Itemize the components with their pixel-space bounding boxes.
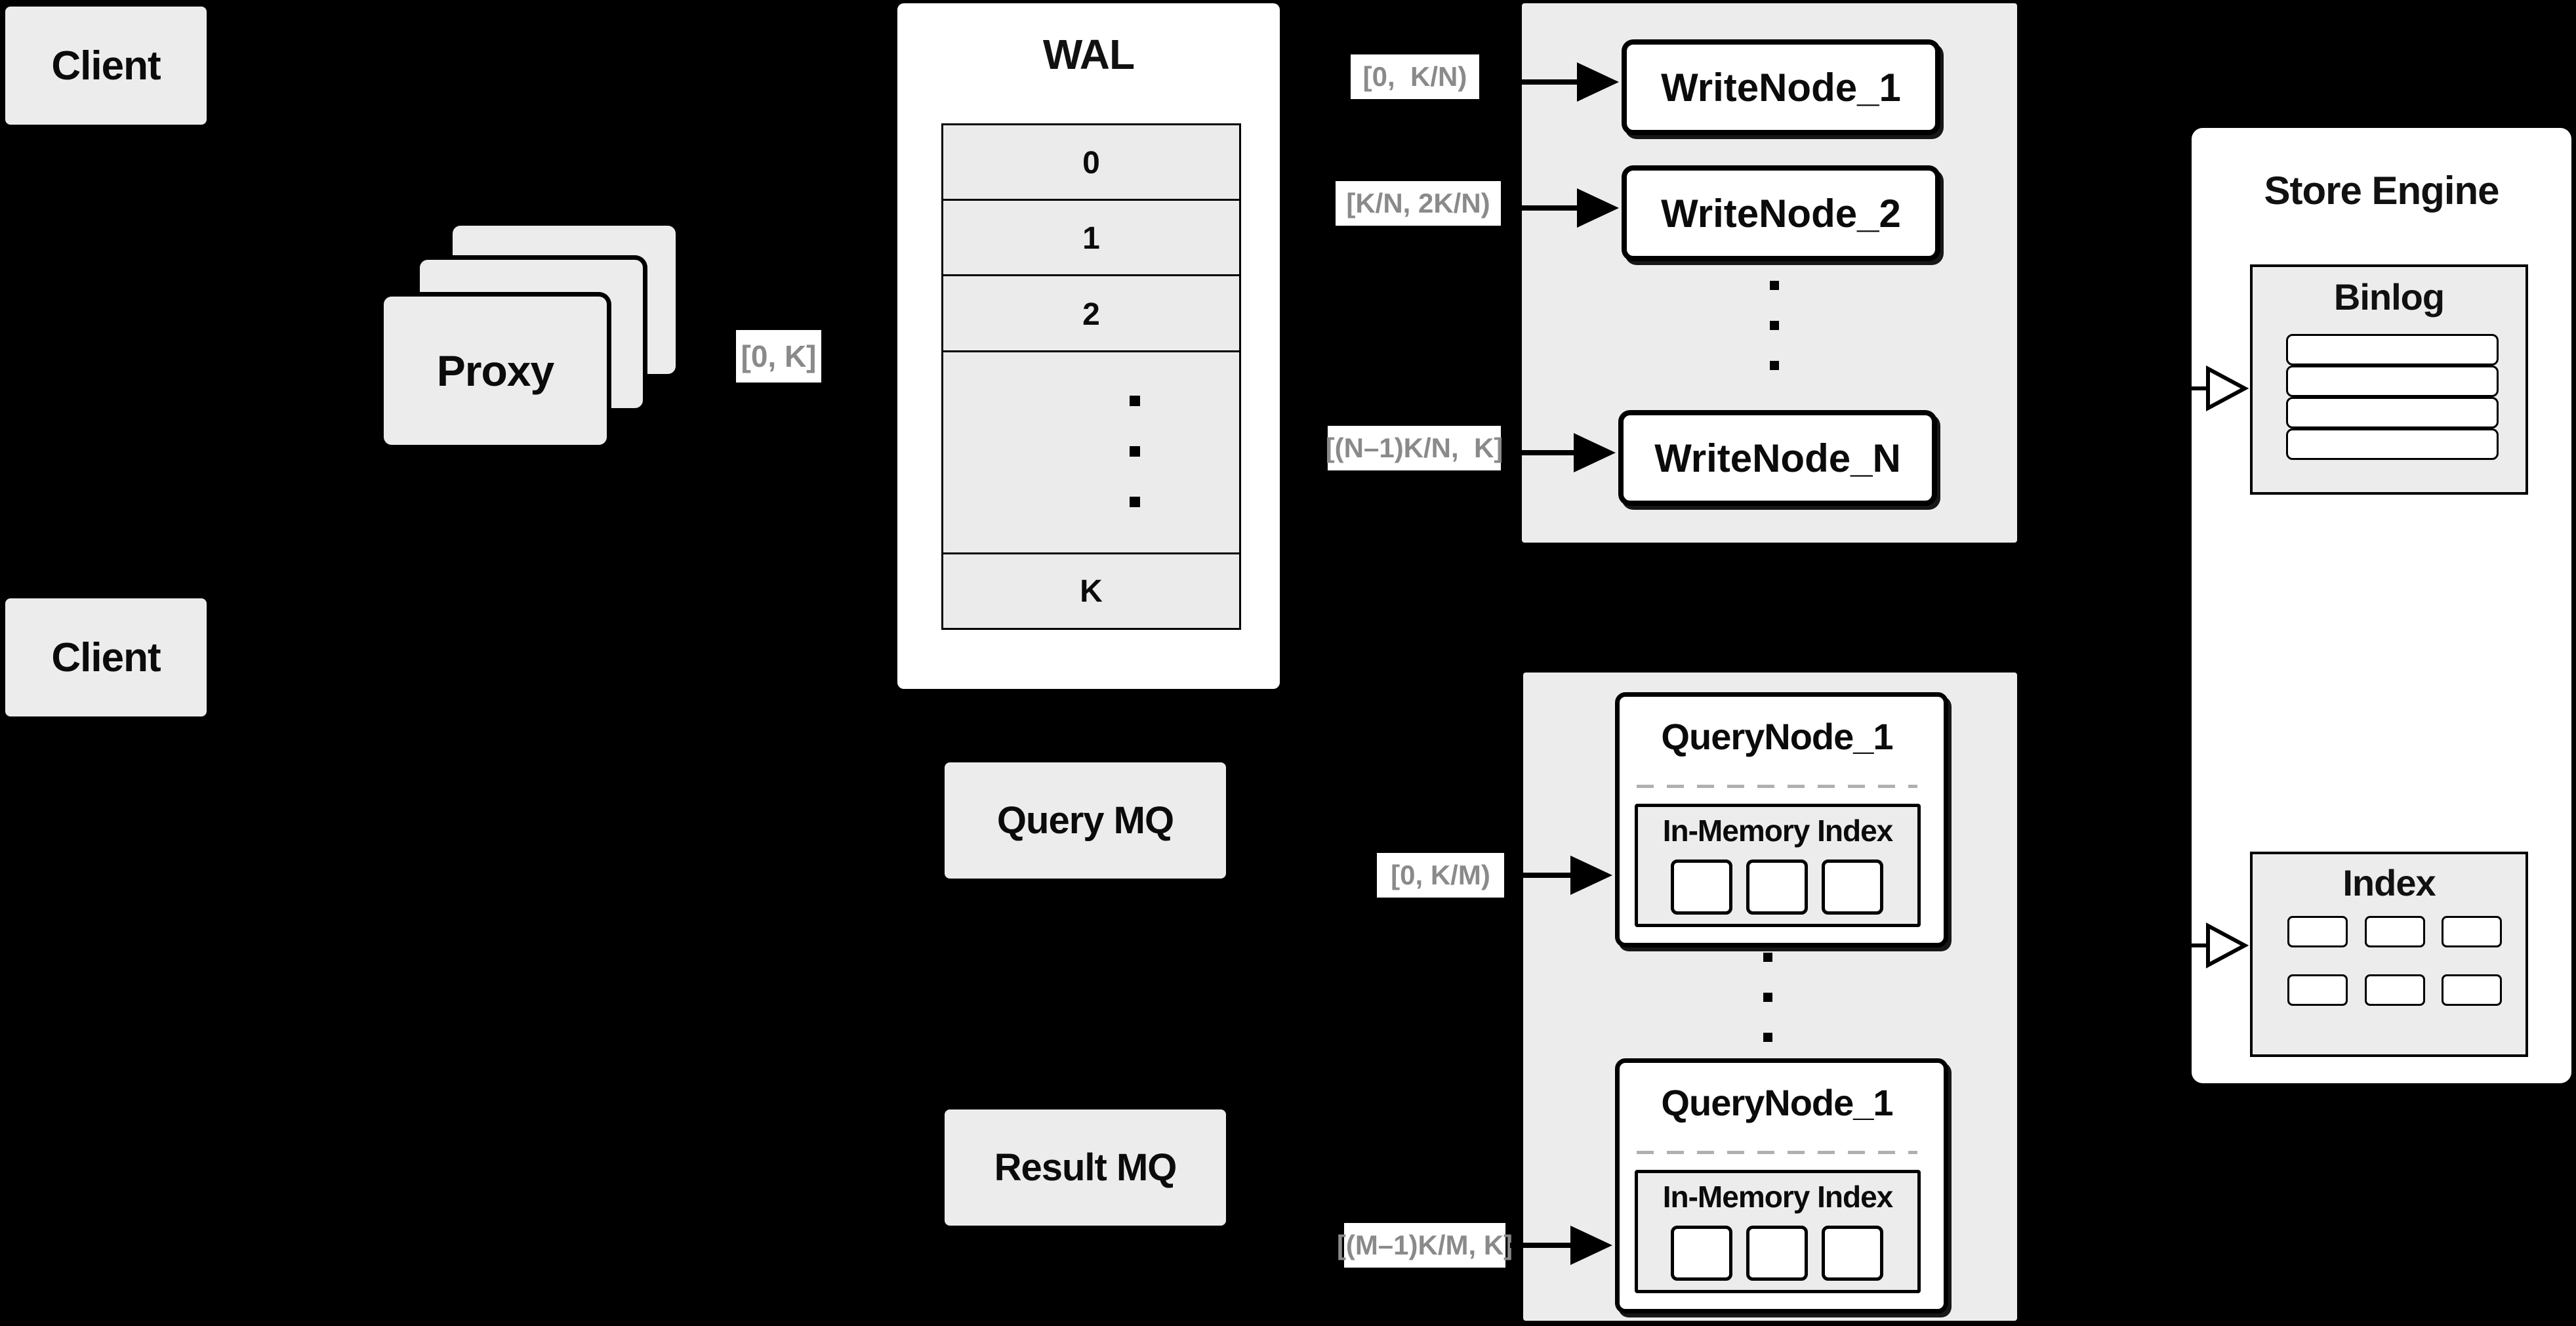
query-node-1-title: QueryNode_1 <box>1661 715 1893 757</box>
segment-square <box>1671 860 1732 915</box>
query-node-2-divider <box>1637 1151 1917 1154</box>
client-top-label: Client <box>51 43 161 89</box>
index-cell <box>2287 916 2348 947</box>
write-node-n-box: WriteNode_N <box>1618 410 1937 506</box>
wal-row-k: K <box>941 552 1241 630</box>
client-box-bottom: Client <box>5 598 207 716</box>
index-cell <box>2287 974 2348 1006</box>
binlog-title: Binlog <box>2333 276 2445 318</box>
write-ellipsis-dot <box>1770 281 1779 290</box>
wal-panel: WAL 0 1 2 K <box>897 3 1280 689</box>
binlog-row <box>2286 397 2499 428</box>
wal-ellipsis-dot <box>1130 497 1140 507</box>
binlog-row <box>2286 428 2499 460</box>
index-cell <box>2442 916 2502 947</box>
index-cell <box>2442 974 2502 1006</box>
wal-ellipsis-dot <box>1130 446 1140 457</box>
query-node-2-box: QueryNode_1 In-Memory Index <box>1615 1058 1948 1314</box>
range-label-write-node-2: [K/N, 2K/N) <box>1336 181 1501 226</box>
wal-row-ellipsis <box>941 350 1241 556</box>
client-bottom-label: Client <box>51 634 161 680</box>
wal-row-1: 1 <box>941 199 1241 278</box>
wal-row-0: 0 <box>941 123 1241 203</box>
binlog-box: Binlog <box>2250 264 2528 495</box>
query-mq-box: Query MQ <box>945 762 1226 879</box>
wal-title: WAL <box>1042 30 1135 78</box>
segment-square <box>1822 1226 1883 1281</box>
query-node-1-divider <box>1637 785 1917 788</box>
proxy-card-front: Proxy <box>384 297 607 445</box>
query-node-2-title: QueryNode_1 <box>1661 1081 1893 1123</box>
index-cell <box>2365 916 2425 947</box>
in-memory-index-title-2: In-Memory Index <box>1662 1180 1894 1214</box>
binlog-row <box>2286 365 2499 397</box>
range-label-proxy-to-wal: [0, K] <box>736 330 821 383</box>
write-node-1-box: WriteNode_1 <box>1622 39 1940 135</box>
index-box: Index <box>2250 852 2528 1057</box>
wal-ellipsis-dot <box>1130 396 1140 406</box>
segment-square <box>1671 1226 1732 1281</box>
query-ellipsis-dot <box>1763 1033 1772 1042</box>
write-ellipsis-dot <box>1770 321 1779 330</box>
range-label-write-node-n: [(N–1)K/N, K] <box>1326 426 1503 470</box>
store-engine-title: Store Engine <box>2264 168 2499 213</box>
segment-square <box>1822 860 1883 915</box>
range-label-write-node-1: [0, K/N) <box>1351 54 1479 99</box>
write-node-2-box: WriteNode_2 <box>1622 165 1940 261</box>
range-label-query-node-1: [0, K/M) <box>1377 853 1504 898</box>
wal-row-2: 2 <box>941 274 1241 354</box>
query-ellipsis-dot <box>1763 953 1772 962</box>
in-memory-index-box-2: In-Memory Index <box>1635 1170 1921 1293</box>
query-ellipsis-dot <box>1763 993 1772 1002</box>
proxy-label: Proxy <box>436 346 554 395</box>
in-memory-index-box-1: In-Memory Index <box>1635 804 1921 927</box>
range-label-query-node-2: [(M–1)K/M, K] <box>1337 1223 1513 1268</box>
write-ellipsis-dot <box>1770 361 1779 370</box>
query-node-1-box: QueryNode_1 In-Memory Index <box>1615 692 1948 947</box>
result-mq-box: Result MQ <box>945 1109 1226 1226</box>
binlog-row <box>2286 334 2499 365</box>
index-cell <box>2365 974 2425 1006</box>
segment-square <box>1746 1226 1808 1281</box>
index-title: Index <box>2342 861 2436 903</box>
client-box-top: Client <box>5 7 207 125</box>
store-engine-panel: Store Engine Binlog Index <box>2190 126 2573 1085</box>
in-memory-index-title-1: In-Memory Index <box>1662 814 1894 848</box>
segment-square <box>1746 860 1808 915</box>
